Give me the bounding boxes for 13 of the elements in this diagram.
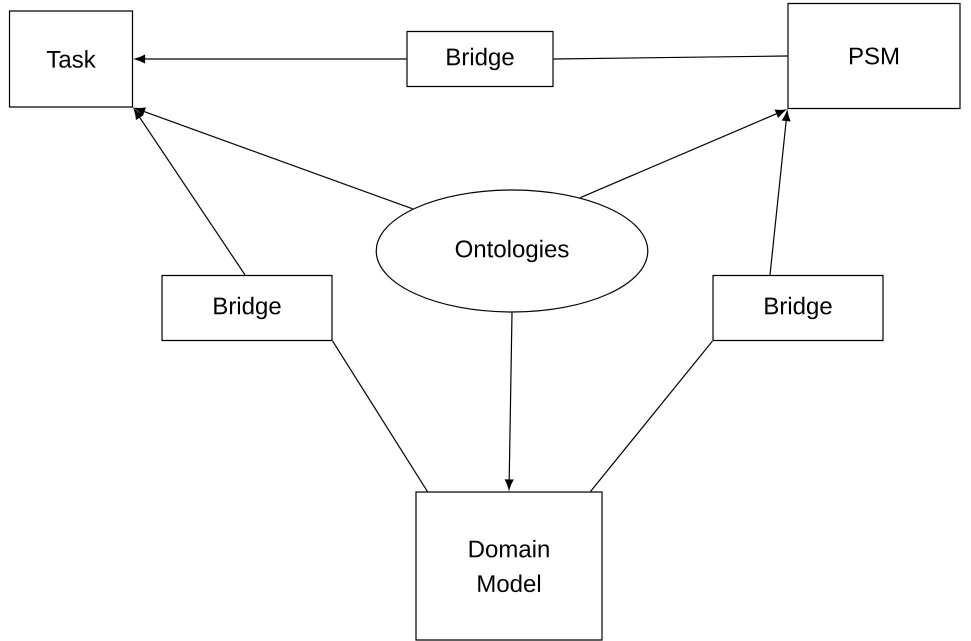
arrow xyxy=(134,108,413,210)
label-box: Domain Model xyxy=(415,491,603,641)
label-box: PSM xyxy=(787,2,961,110)
label-box: Bridge xyxy=(161,274,333,342)
label-box: Bridge xyxy=(406,30,554,88)
arrow xyxy=(505,312,514,490)
arrow xyxy=(580,109,786,198)
ellipse-node: Ontologies xyxy=(376,189,648,313)
arrow xyxy=(134,108,246,276)
arrow xyxy=(769,110,790,275)
label-box: Task xyxy=(8,10,134,108)
label-box: Bridge xyxy=(712,274,884,342)
arrow xyxy=(134,54,406,64)
